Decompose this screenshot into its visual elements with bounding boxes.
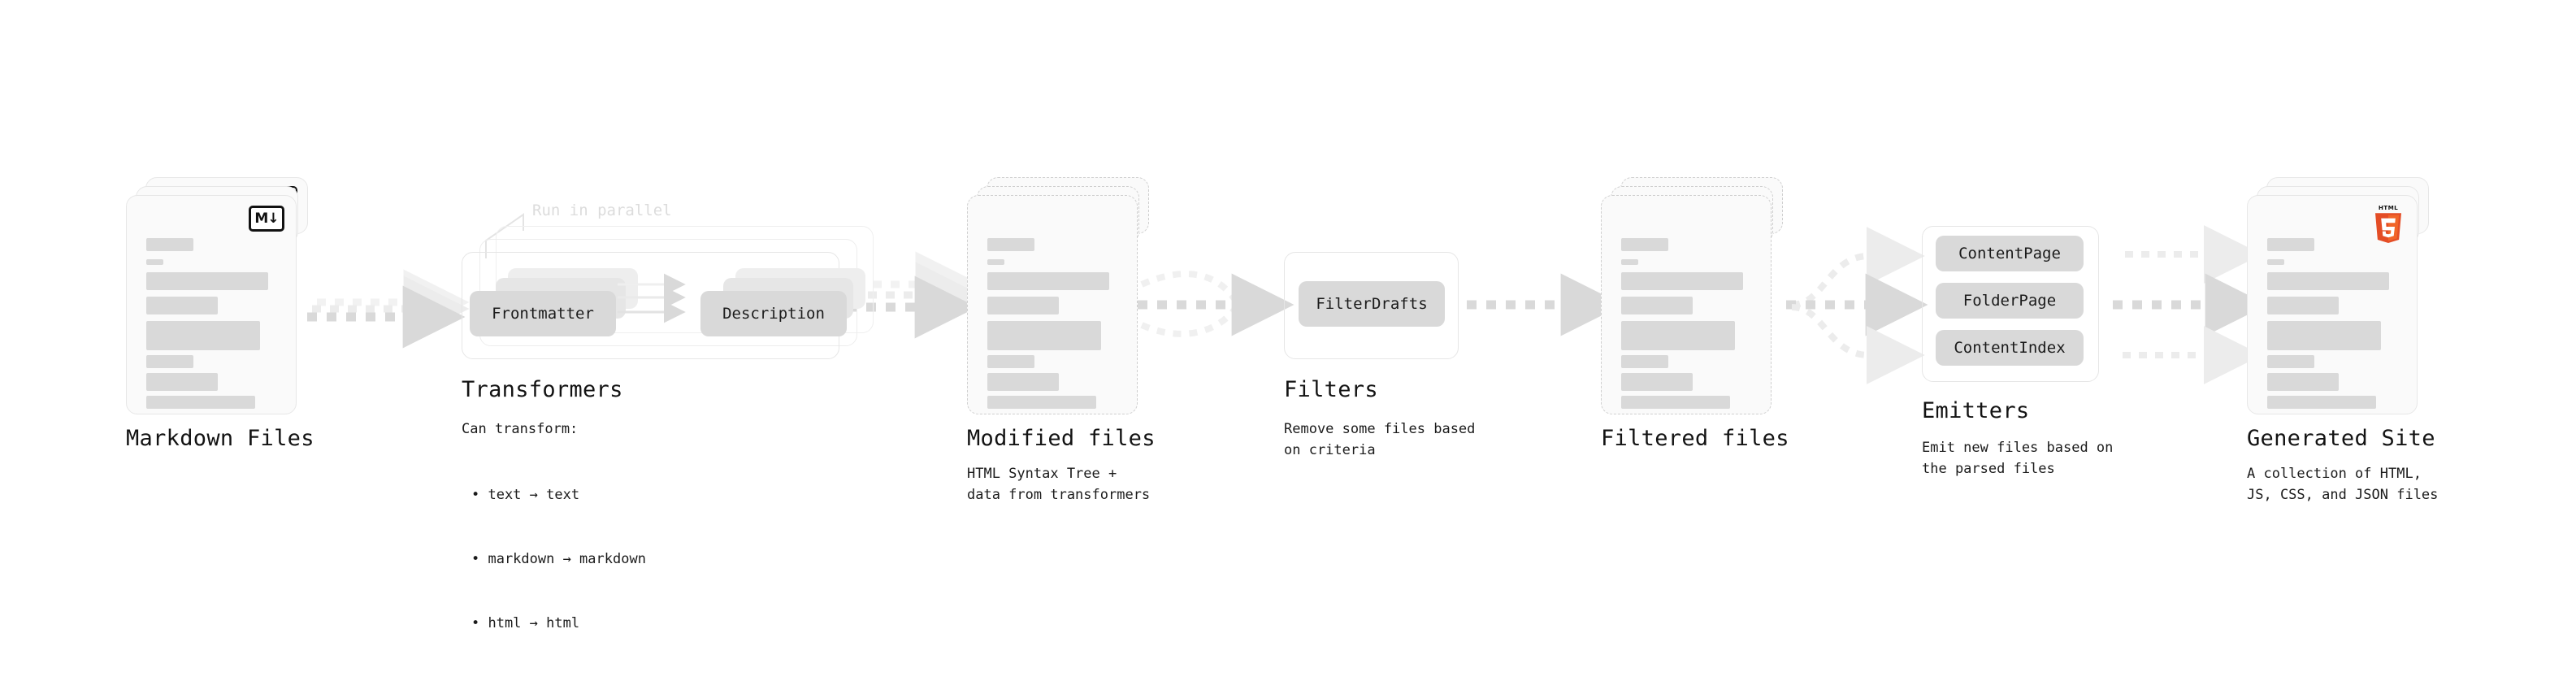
emitter-pill-contentindex[interactable]: ContentIndex (1936, 330, 2084, 366)
transformer-bullet: • markdown → markdown (471, 550, 646, 567)
modified-files-description: HTML Syntax Tree + data from transformer… (967, 466, 1151, 504)
stage-title-emitters: Emitters (1922, 398, 2030, 423)
stage-title-generated-site: Generated Site (2247, 426, 2435, 451)
filters-group-box (1284, 252, 1459, 359)
markdown-badge-icon: M↓ (249, 206, 284, 232)
stage-title-modified-files: Modified files (967, 426, 1156, 451)
filters-description: Remove some files based on criteria (1284, 421, 1476, 459)
emitter-pill-folderpage[interactable]: FolderPage (1936, 283, 2084, 319)
html5-badge-icon: HTML (2375, 204, 2401, 243)
filter-pill-filterdrafts[interactable]: FilterDrafts (1299, 281, 1445, 327)
filtered-card-front (1601, 195, 1772, 414)
arrow-filtered-to-emitters (1786, 227, 1928, 384)
emitter-pill-contentpage[interactable]: ContentPage (1936, 236, 2084, 271)
transformers-description: Can transform: (462, 421, 579, 437)
stage-title-markdown-files: Markdown Files (126, 426, 314, 451)
modified-card-front (967, 195, 1138, 414)
arrow-emitters-to-site (2113, 225, 2268, 384)
emitters-description: Emit new files based on the parsed files (1922, 440, 2114, 478)
transformer-pill-description[interactable]: Description (700, 291, 847, 336)
transformer-bullet: • html → html (471, 614, 580, 631)
emitters-group-box (1922, 226, 2099, 382)
stage-title-filters: Filters (1284, 377, 1378, 402)
run-in-parallel-label: Run in parallel (532, 202, 672, 219)
stage-title-transformers: Transformers (462, 377, 623, 402)
markdown-card-front: M↓ (126, 195, 297, 414)
stage-title-filtered-files: Filtered files (1601, 426, 1789, 451)
arrow-modified-to-filters (1138, 271, 1295, 337)
transformer-inner-arrows (618, 273, 686, 323)
svg-text:HTML: HTML (2379, 204, 2398, 211)
generated-card-front: HTML (2247, 195, 2418, 414)
transformer-group-ghost-2 (496, 226, 874, 333)
transformer-bullet: • text → text (471, 486, 580, 503)
transformers-bullet-list: • text → text • markdown → markdown • ht… (471, 441, 646, 677)
generated-site-description: A collection of HTML, JS, CSS, and JSON … (2247, 466, 2439, 504)
arrow-markdown-to-transformers (307, 269, 470, 349)
transformer-pill-frontmatter[interactable]: Frontmatter (470, 291, 616, 336)
